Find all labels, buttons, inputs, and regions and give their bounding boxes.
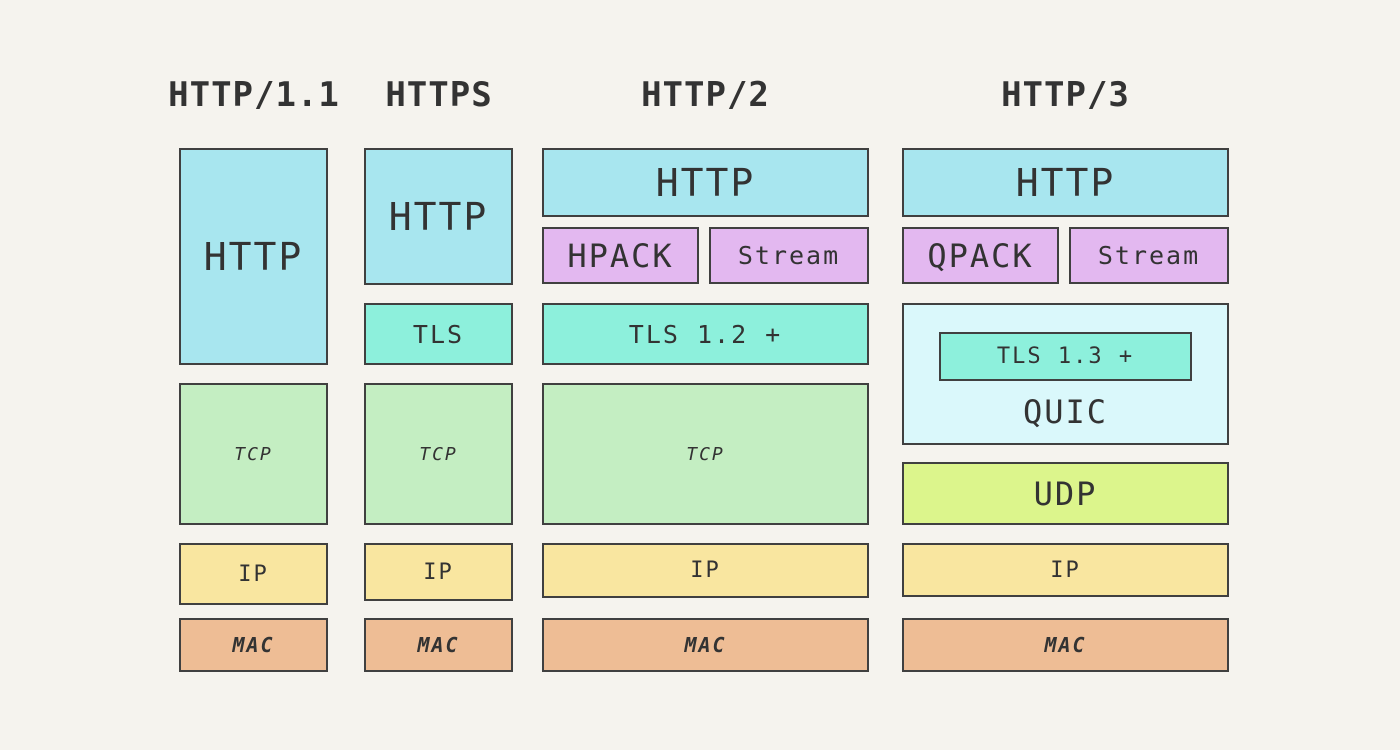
http2-mac-layer: MAC [542,618,869,672]
http3-http-layer: HTTP [902,148,1229,217]
http3-udp-layer: UDP [902,462,1229,525]
https-http-layer: HTTP [364,148,513,285]
column-title-http2: HTTP/2 [641,75,770,115]
column-title-https: HTTPS [385,75,493,115]
http2-ip-layer: IP [542,543,869,598]
https-ip-layer: IP [364,543,513,601]
http3-ip-layer: IP [902,543,1229,597]
http3-tls-layer: TLS 1.3 + [939,332,1192,381]
http11-mac-layer: MAC [179,618,328,672]
http3-mac-layer: MAC [902,618,1229,672]
http3-qpack-layer: QPACK [902,227,1059,284]
column-title-http3: HTTP/3 [1001,75,1130,115]
http2-tcp-layer: TCP [542,383,869,525]
column-title-http11: HTTP/1.1 [168,75,340,115]
https-mac-layer: MAC [364,618,513,672]
http2-hpack-layer: HPACK [542,227,699,284]
https-tcp-layer: TCP [364,383,513,525]
http2-tls-layer: TLS 1.2 + [542,303,869,365]
http2-http-layer: HTTP [542,148,869,217]
http11-tcp-layer: TCP [179,383,328,525]
http3-stream-layer: Stream [1069,227,1229,284]
http2-stream-layer: Stream [709,227,869,284]
http11-ip-layer: IP [179,543,328,605]
https-tls-layer: TLS [364,303,513,365]
http11-http-layer: HTTP [179,148,328,365]
